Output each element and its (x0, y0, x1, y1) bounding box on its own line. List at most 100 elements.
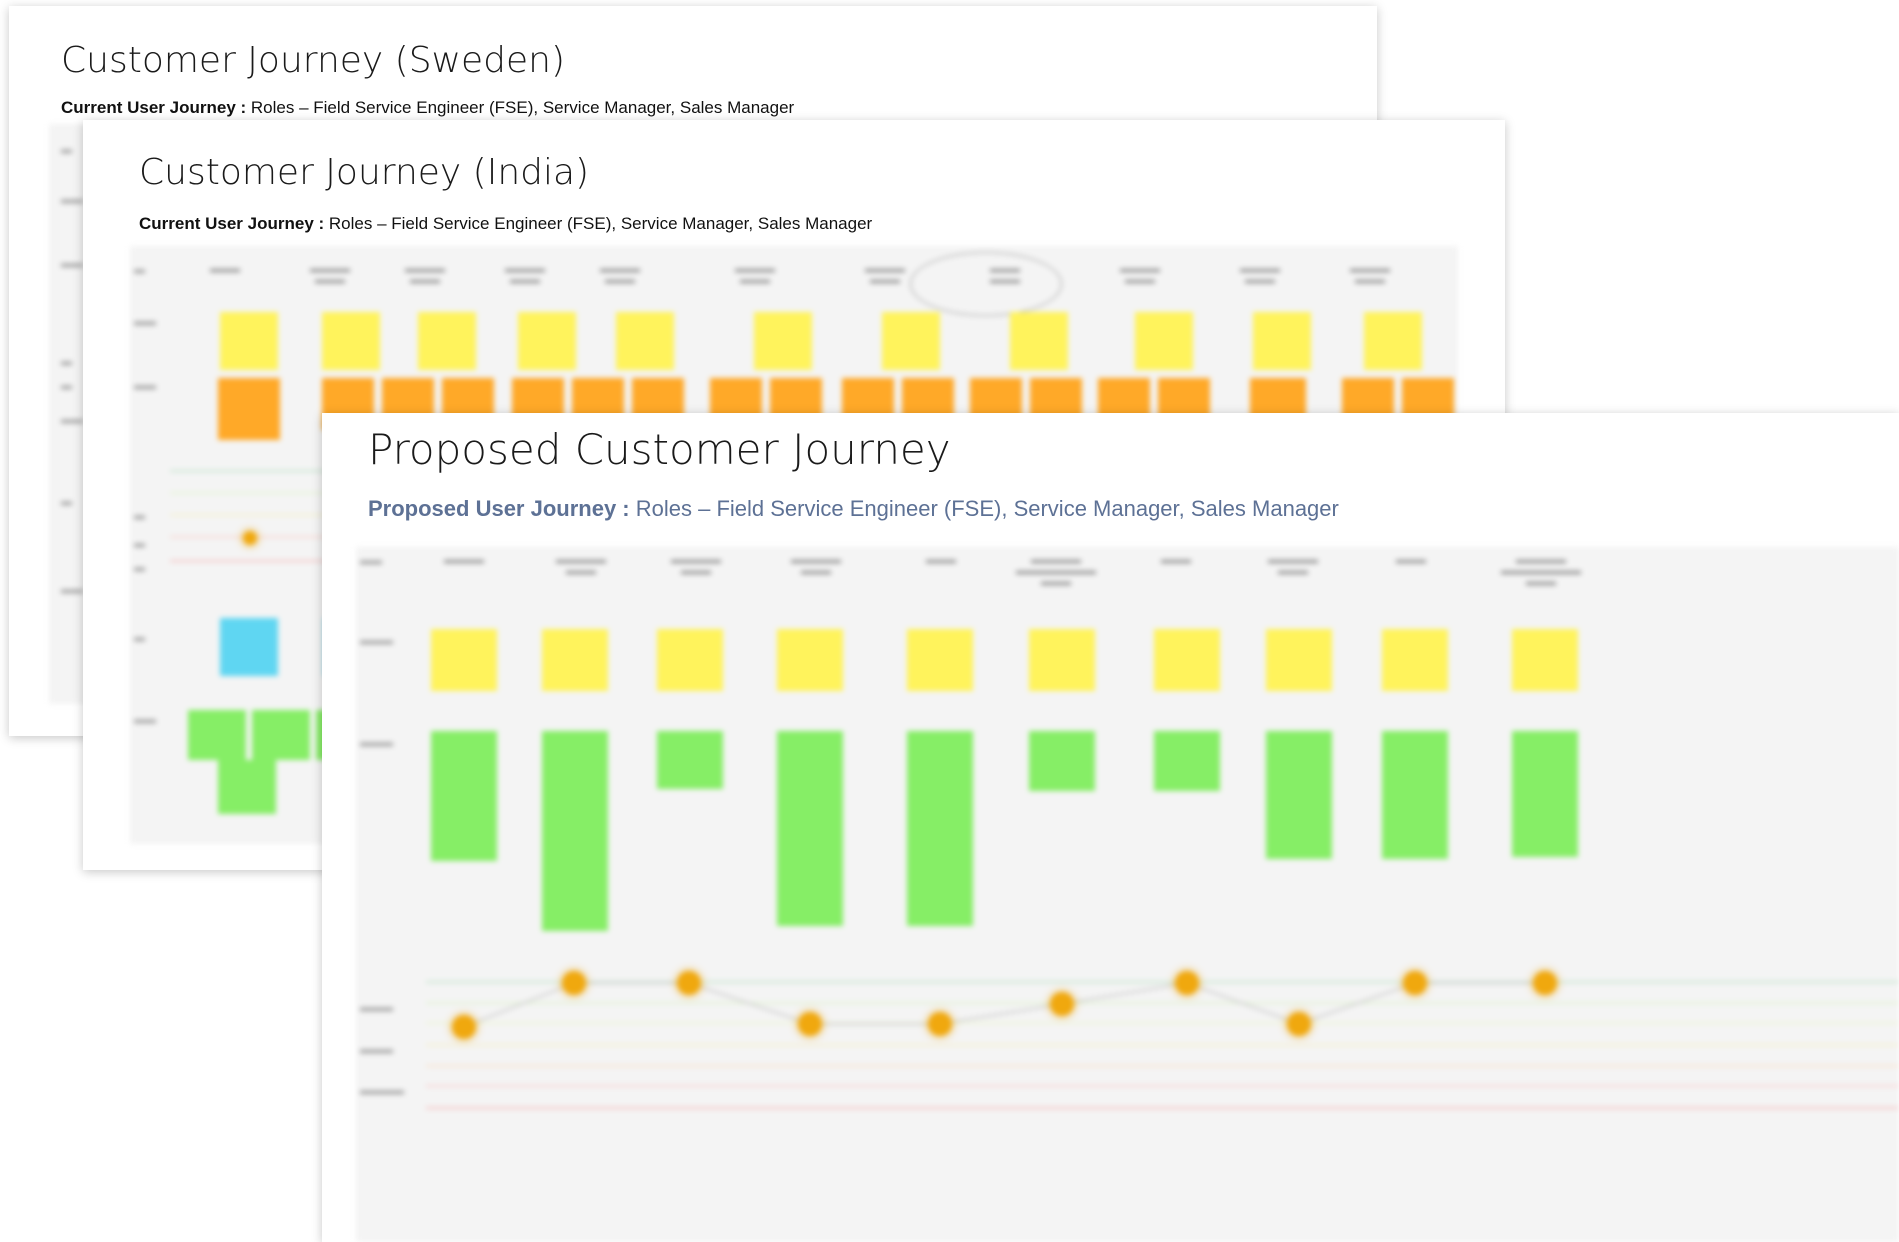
activity-note (1512, 629, 1578, 691)
emotion-dot (1533, 971, 1557, 995)
emotion-line (170, 470, 370, 472)
highlight-ellipse (910, 252, 1062, 316)
row-label: ▬▬▬ (360, 1002, 393, 1014)
emotion-dot (798, 1012, 822, 1036)
emotion-band (426, 1065, 1899, 1067)
column-header: ▬▬▬▬▬▬▬▬ (791, 555, 841, 577)
solution-note (1512, 731, 1578, 857)
emotion-dot (1050, 992, 1074, 1016)
subtitle-bold-sweden: Current User Journey : (61, 98, 247, 117)
row-label: ▬ (134, 562, 145, 574)
subtitle-rest-proposed: Roles – Field Service Engineer (FSE), Se… (629, 496, 1339, 521)
activity-note (1154, 629, 1220, 691)
column-header: ▬▬▬▬▬▬▬ (505, 264, 545, 286)
slide-title-india: Customer Journey (India) (139, 152, 590, 193)
column-header: ▬▬▬▬▬▬▬ (600, 264, 640, 286)
slide-subtitle-proposed: Proposed User Journey : Roles – Field Se… (368, 496, 1339, 522)
activity-note (1135, 312, 1193, 370)
slide-title-proposed: Proposed Customer Journey (368, 425, 951, 474)
row-label: ▬▬ (134, 380, 156, 392)
row-label: ▬ (61, 144, 72, 156)
column-header: ▬▬▬ (1161, 555, 1191, 566)
emotion-line (170, 514, 370, 516)
row-label: ▬ (134, 510, 145, 522)
row-label: ▬▬▬ (360, 635, 393, 647)
column-header: ▬▬▬▬▬▬▬▬▬▬▬▬▬▬▬▬ (1501, 555, 1581, 588)
activity-note (1253, 312, 1311, 370)
row-label: ▬ (134, 264, 145, 276)
solution-note (1266, 731, 1332, 859)
solution-note (1154, 731, 1220, 791)
emotion-dot (677, 971, 701, 995)
row-label: ▬▬ (61, 258, 83, 270)
emotion-band (426, 1085, 1899, 1087)
activity-note (418, 312, 476, 370)
activity-note (777, 629, 843, 691)
activity-note (754, 312, 812, 370)
subtitle-rest-sweden: Roles – Field Service Engineer (FSE), Se… (246, 98, 795, 117)
activity-note (1364, 312, 1422, 370)
slide-subtitle-sweden: Current User Journey : Roles – Field Ser… (61, 98, 794, 118)
activity-note (322, 312, 380, 370)
column-header: ▬▬▬ (210, 264, 240, 275)
row-label: ▬▬▬ (360, 1044, 393, 1056)
row-label: ▬ (61, 496, 72, 508)
emotion-curve (463, 981, 1545, 1028)
column-header: ▬▬▬▬▬▬▬ (1240, 264, 1280, 286)
column-header: ▬▬▬ (926, 555, 956, 566)
row-label: ▬ (134, 632, 145, 644)
subtitle-bold-india: Current User Journey : (139, 214, 325, 233)
column-header: ▬▬▬▬▬▬▬ (1350, 264, 1390, 286)
row-label: ▬▬ (134, 316, 156, 328)
solution-note (907, 731, 973, 926)
row-label: ▬▬▬ (360, 737, 393, 749)
emotion-band (426, 1044, 1899, 1046)
solution-note (1029, 731, 1095, 791)
row-label: ▬ (61, 356, 72, 368)
solution-note (657, 731, 723, 789)
solution-note (542, 731, 608, 931)
opportunity-note (252, 710, 310, 760)
row-label: ▬ (134, 538, 145, 550)
activity-note (907, 629, 973, 691)
solution-note (777, 731, 843, 926)
row-label: ▬▬▬▬ (360, 1085, 404, 1097)
column-header: ▬▬▬▬▬▬▬ (310, 264, 350, 286)
column-header: ▬▬▬▬▬▬▬▬ (556, 555, 606, 577)
solution-note (431, 731, 497, 861)
column-header: ▬▬▬▬▬▬▬▬ (671, 555, 721, 577)
activity-note (542, 629, 608, 691)
emotion-line (170, 560, 370, 562)
emotion-dot (1175, 971, 1199, 995)
emotion-dot (928, 1012, 952, 1036)
activity-note (882, 312, 940, 370)
subtitle-bold-proposed: Proposed User Journey : (368, 496, 630, 521)
slide-title-sweden: Customer Journey (Sweden) (61, 40, 565, 81)
slide-subtitle-india: Current User Journey : Roles – Field Ser… (139, 214, 872, 234)
slide-proposed: Proposed Customer Journey Proposed User … (322, 413, 1899, 1242)
activity-note (616, 312, 674, 370)
activity-note (1266, 629, 1332, 691)
opportunity-note (188, 710, 246, 760)
emotion-band (426, 1002, 1899, 1004)
solution-note (1382, 731, 1448, 859)
emotion-line (170, 492, 370, 494)
emotion-band (426, 981, 1899, 983)
subtitle-rest-india: Roles – Field Service Engineer (FSE), Se… (324, 214, 873, 233)
emotion-dot (1287, 1012, 1311, 1036)
opportunity-note (218, 760, 276, 814)
activity-note (657, 629, 723, 691)
column-header: ▬▬▬▬▬▬▬▬ (1268, 555, 1318, 577)
column-header: ▬▬▬▬▬▬▬ (735, 264, 775, 286)
column-header: ▬▬▬▬▬▬▬▬▬▬▬▬▬▬▬▬ (1016, 555, 1096, 588)
column-header: ▬▬▬ (1396, 555, 1426, 566)
activity-note (220, 312, 278, 370)
pain-point-note (218, 378, 280, 440)
activity-note (1010, 312, 1068, 370)
emotion-dot (452, 1015, 476, 1039)
activity-note (518, 312, 576, 370)
row-label: ▬▬ (134, 714, 156, 726)
column-header: ▬▬▬▬▬▬▬ (405, 264, 445, 286)
row-label: ▬ (61, 380, 72, 392)
activity-note (431, 629, 497, 691)
